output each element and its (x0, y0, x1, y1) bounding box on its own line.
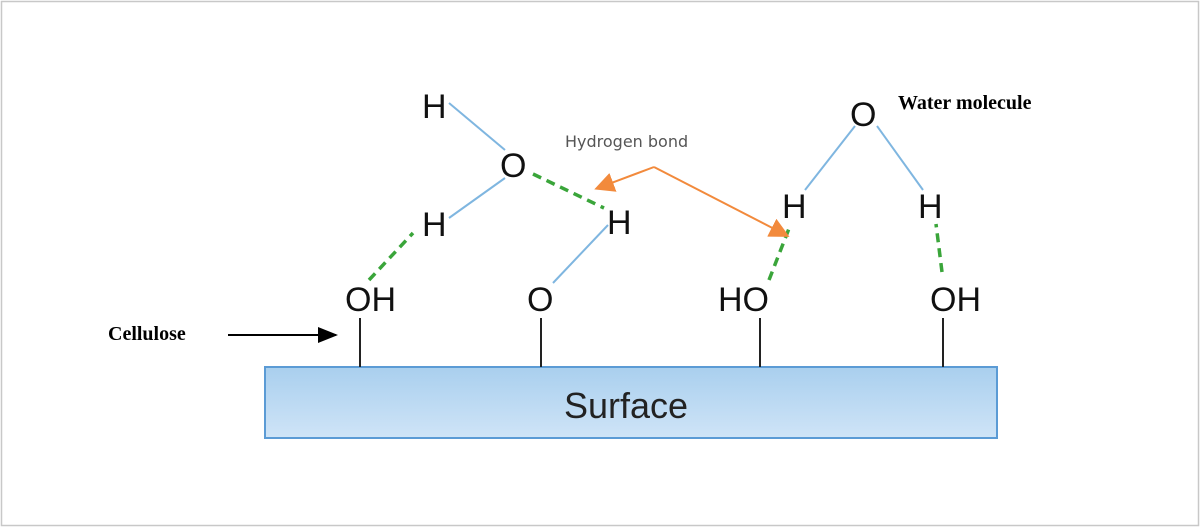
atom-o: O (500, 147, 526, 185)
hydrogen-bond-label: Hydrogen bond (565, 132, 688, 151)
covalent-bond (448, 177, 506, 219)
arrow-to-right-bond (653, 166, 790, 237)
water-molecule-label: Water molecule (898, 92, 1032, 114)
atom-h: H (918, 188, 943, 226)
cellulose-o: O (527, 281, 553, 319)
hydrogen-bond-line (367, 231, 415, 282)
covalent-bond (552, 224, 609, 284)
atom-h: H (422, 206, 447, 244)
atom-o: O (850, 96, 876, 134)
atom-h: H (782, 188, 807, 226)
surface-block (264, 366, 998, 439)
covalent-bond (804, 125, 856, 191)
cellulose-oh: OH (930, 281, 981, 319)
cellulose-oh: OH (345, 281, 396, 319)
cellulose-ho: HO (718, 281, 769, 319)
atom-h: H (607, 204, 632, 242)
surface-label: Surface (564, 385, 688, 426)
hydrogen-bond-line (934, 223, 944, 273)
hydrogen-bond-line (532, 172, 605, 210)
arrow-to-left-bond (594, 166, 655, 192)
covalent-bond (448, 102, 506, 151)
cellulose-label: Cellulose (108, 323, 186, 345)
covalent-bond (876, 125, 924, 191)
atom-h: H (422, 88, 447, 126)
